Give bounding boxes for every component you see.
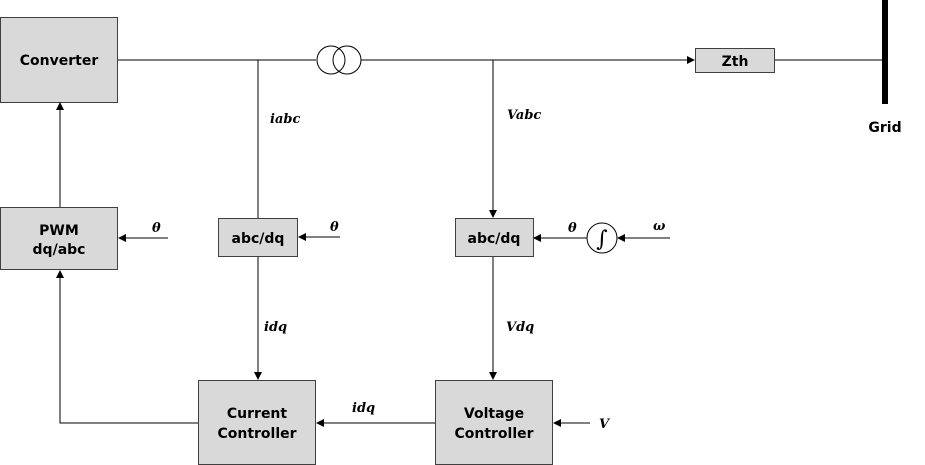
- omega-label: ω: [653, 219, 666, 234]
- iabc-label: iabc: [270, 112, 300, 127]
- voltage-controller-label-1: Voltage: [464, 406, 524, 422]
- abc-dq-voltage-label: abc/dq: [468, 231, 521, 247]
- theta-voltage-label: θ: [568, 221, 577, 236]
- abc-dq-current-block: [218, 218, 298, 257]
- abc-dq-voltage-block: [455, 218, 534, 257]
- zth-block: [695, 48, 775, 73]
- current-controller-block: [198, 380, 316, 465]
- pwm-label-1: PWM: [39, 223, 79, 239]
- current-controller-label-1: Current: [227, 406, 288, 422]
- integral-icon: ∫: [596, 227, 608, 252]
- abc-dq-current-label: abc/dq: [232, 231, 285, 247]
- theta-pwm-label: θ: [152, 221, 161, 236]
- converter-label: Converter: [20, 53, 99, 69]
- vabc-label: Vabc: [507, 108, 541, 123]
- v-ref-label: V: [599, 417, 611, 432]
- converter-block: [0, 17, 118, 103]
- grid-bus-bar: [882, 0, 888, 104]
- voltage-controller-block: [435, 380, 553, 465]
- theta-current-label: θ: [330, 220, 339, 235]
- pwm-label-2: dq/abc: [33, 242, 86, 258]
- voltage-controller-label-2: Controller: [454, 426, 533, 442]
- grid-label: Grid: [868, 120, 901, 136]
- vdq-label: Vdq: [506, 320, 534, 335]
- pwm-block: [0, 207, 118, 270]
- idq-down-label: idq: [264, 320, 287, 335]
- zth-label: Zth: [722, 54, 749, 70]
- current-controller-label-2: Controller: [217, 426, 296, 442]
- idq-ref-label: idq: [352, 401, 375, 416]
- transformer-icon: [316, 45, 362, 75]
- current-controller-to-pwm-arrow: [56, 270, 198, 424]
